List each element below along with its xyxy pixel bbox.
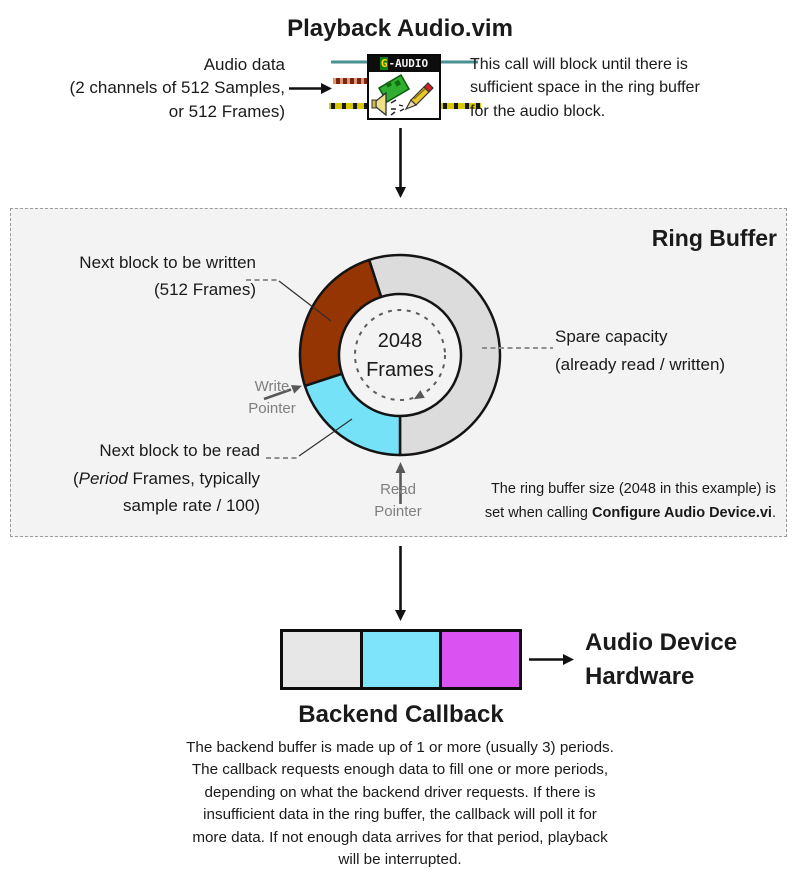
spare-label-line: Spare capacity: [555, 327, 668, 346]
playback-audio-vi-icon: G-AUDIO: [367, 54, 441, 120]
blocking-call-note-line: This call will block until there is: [470, 56, 688, 73]
write-pointer-line: Pointer: [248, 400, 296, 417]
ring-note-post: .: [771, 505, 776, 521]
vi-banner-g: G: [379, 57, 389, 70]
ring-buffer-title: Ring Buffer: [651, 225, 777, 251]
backend-callback-heading: Backend Callback: [298, 701, 504, 728]
ring-buffer-size-note: The ring buffer size (2048 in this examp…: [440, 477, 776, 525]
read-pointer-label: Read Pointer: [362, 479, 434, 523]
ring-note-bold: Configure Audio Device.vi: [592, 505, 772, 521]
audio-data-line: (2 channels of 512 Samples,: [69, 78, 285, 98]
backend-desc-line: The callback requests enough data to fil…: [191, 761, 609, 779]
spare-label-line: (already read / written): [555, 354, 726, 374]
backend-desc-line: The backend buffer is made up of 1 or mo…: [186, 739, 614, 756]
write-pointer-label: Write Pointer: [237, 376, 307, 420]
written-label-line: (512 Frames): [153, 280, 256, 299]
vi-banner-audio: -AUDIO: [388, 57, 429, 70]
arrow-backend-to-hardware: [529, 654, 574, 665]
backend-buffer-bar: [280, 629, 522, 690]
page-title: Playback Audio.vim: [287, 15, 513, 42]
audio-data-line: or 512 Frames): [168, 101, 285, 121]
donut-center-label: 2048 Frames: [340, 327, 460, 384]
hardware-label-line: Audio Device: [585, 629, 738, 656]
audio-data-line: Audio data: [203, 55, 285, 74]
next-block-read-label: Next block to be read (Period Frames, ty…: [20, 437, 260, 520]
backend-description: The backend buffer is made up of 1 or mo…: [164, 737, 636, 870]
donut-center-value: 2048: [377, 330, 423, 352]
read-label-line: Next block to be read: [99, 441, 260, 460]
donut-center-unit: Frames: [366, 358, 434, 381]
backend-period-cell: [439, 632, 520, 687]
backend-period-cell: [359, 632, 440, 687]
blocking-call-note: This call will block until there is suff…: [470, 53, 760, 123]
spare-capacity-label: Spare capacity (already read / written): [555, 323, 785, 378]
vi-icon-body: [369, 72, 439, 118]
read-label-line: sample rate / 100): [122, 496, 260, 515]
written-label-line: Next block to be written: [79, 253, 256, 272]
read-pointer-line: Read: [380, 481, 416, 498]
hardware-label-line: Hardware: [585, 663, 695, 690]
blocking-call-note-line: sufficient space in the ring buffer: [470, 79, 700, 97]
ring-note-line: The ring buffer size (2048 in this examp…: [490, 481, 776, 497]
vi-icon-banner: G-AUDIO: [369, 56, 439, 72]
read-label-line: (Period Frames, typically: [20, 465, 260, 493]
write-pointer-line: Write: [254, 378, 290, 395]
backend-desc-line: will be interrupted.: [338, 851, 462, 869]
arrow-ring-buffer-to-backend: [395, 546, 406, 621]
ring-note-line: set when calling Configure Audio Device.…: [440, 501, 776, 525]
read-pointer-line: Pointer: [374, 503, 422, 520]
audio-data-label: Audio data (2 channels of 512 Samples, o…: [25, 53, 285, 123]
speaker-pencil-icon: [371, 73, 434, 117]
ring-note-pre: set when calling: [484, 505, 593, 521]
read-label-pre: (: [72, 468, 79, 488]
backend-desc-line: more data. If not enough data arrives fo…: [192, 828, 608, 846]
next-block-written-label: Next block to be written (512 Frames): [26, 249, 256, 303]
arrow-audio-data-to-icon: [289, 83, 332, 94]
backend-period-cell: [283, 632, 360, 687]
backend-desc-line: insufficient data in the ring buffer, th…: [203, 806, 597, 824]
read-label-post: Frames, typically: [127, 468, 260, 488]
audio-device-hardware-label: Audio Device Hardware: [585, 626, 795, 694]
backend-desc-line: depending on what the backend driver req…: [204, 783, 596, 801]
read-label-period-italic: Period: [78, 468, 128, 488]
arrow-icon-to-ring-buffer: [395, 128, 406, 198]
blocking-call-note-line: for the audio block.: [470, 102, 606, 120]
